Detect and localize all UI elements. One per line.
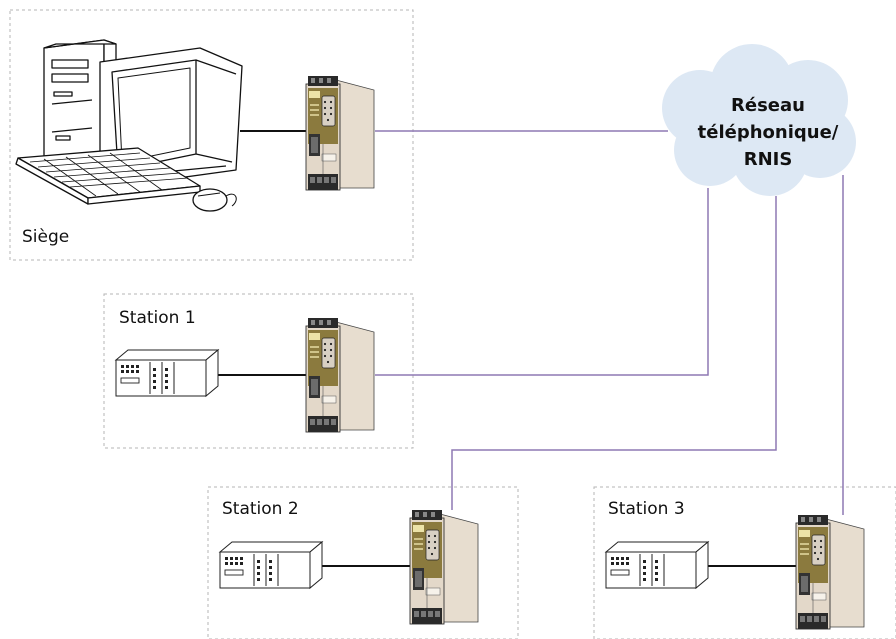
plc-station2-icon bbox=[219, 541, 323, 589]
site-box-hq bbox=[9, 9, 414, 261]
modem-hq-icon bbox=[305, 75, 375, 191]
site-box-station3 bbox=[593, 486, 896, 639]
modem-station1-icon bbox=[305, 317, 375, 433]
plc-station1-icon bbox=[115, 349, 219, 397]
data-cables bbox=[206, 130, 796, 567]
modem-station3-icon bbox=[795, 514, 865, 630]
site-label-station2: Station 2 bbox=[222, 499, 299, 519]
modem-station2-icon bbox=[409, 509, 479, 625]
site-box-station2 bbox=[207, 486, 519, 639]
site-label-station1: Station 1 bbox=[119, 308, 196, 328]
network-label-line2: téléphonique/ bbox=[698, 122, 839, 143]
site-label-hq: Siège bbox=[22, 227, 69, 247]
network-label-line3: RNIS bbox=[744, 149, 793, 170]
plc-station3-icon bbox=[605, 541, 709, 589]
site-label-station3: Station 3 bbox=[608, 499, 685, 519]
phone-line-station2 bbox=[451, 196, 777, 510]
phone-line-station1 bbox=[375, 188, 709, 376]
network-cloud-icon: Réseau téléphonique/ RNIS bbox=[662, 44, 856, 196]
desktop-computer-icon bbox=[15, 39, 243, 212]
network-label-line1: Réseau bbox=[731, 95, 805, 116]
phone-lines bbox=[375, 130, 844, 515]
site-box-station1 bbox=[103, 293, 414, 449]
